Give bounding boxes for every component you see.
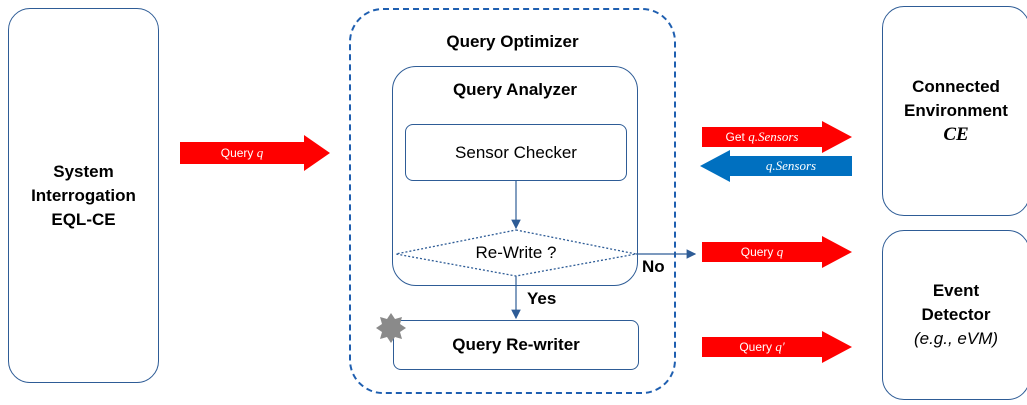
no-label: No	[642, 257, 665, 276]
query-out-arrow	[702, 236, 852, 268]
query-analyzer-box	[392, 66, 638, 286]
query-rewriter-box: Query Re-writer	[393, 320, 639, 370]
eql-ce-label: EQL-CE	[51, 209, 116, 229]
query-in-arrow	[180, 135, 330, 171]
ce-symbol: CE	[943, 124, 969, 145]
query-rewritten-arrow	[702, 331, 852, 363]
yes-label: Yes	[527, 289, 557, 308]
system-interrogation-box: System Interrogation EQL-CE	[8, 8, 159, 383]
detector-label: Detector	[921, 305, 991, 324]
query-optimizer-title: Query Optimizer	[446, 32, 579, 51]
event-label: Event	[932, 281, 980, 300]
query-analyzer-title: Query Analyzer	[452, 80, 578, 99]
event-detector-box: Event Detector (e.g., eVM)	[882, 230, 1027, 400]
query-rewriter-label: Query Re-writer	[452, 335, 580, 354]
query-optimizer-container	[349, 8, 676, 394]
get-sensors-label: Get q.Sensors	[725, 129, 799, 144]
connected-label: Connected	[912, 77, 1000, 96]
query-out-label: Query q	[740, 244, 784, 259]
gear-icon	[376, 313, 406, 343]
return-sensors-label: q.Sensors	[765, 158, 817, 173]
system-label: System	[53, 161, 114, 181]
query-rewritten-label: Query q′	[739, 339, 785, 354]
return-sensors-arrow	[700, 150, 852, 182]
sensor-checker-box: Sensor Checker	[405, 124, 627, 181]
connected-environment-box: Connected Environment CE	[882, 6, 1027, 216]
environment-label: Environment	[904, 101, 1008, 120]
query-in-label: Query q	[220, 145, 264, 160]
evm-example: (e.g., eVM)	[913, 329, 999, 348]
get-sensors-arrow	[702, 121, 852, 153]
rewrite-question-label: Re-Write ?	[475, 243, 557, 262]
interrogation-label: Interrogation	[31, 185, 136, 205]
sensor-checker-label: Sensor Checker	[455, 142, 577, 162]
